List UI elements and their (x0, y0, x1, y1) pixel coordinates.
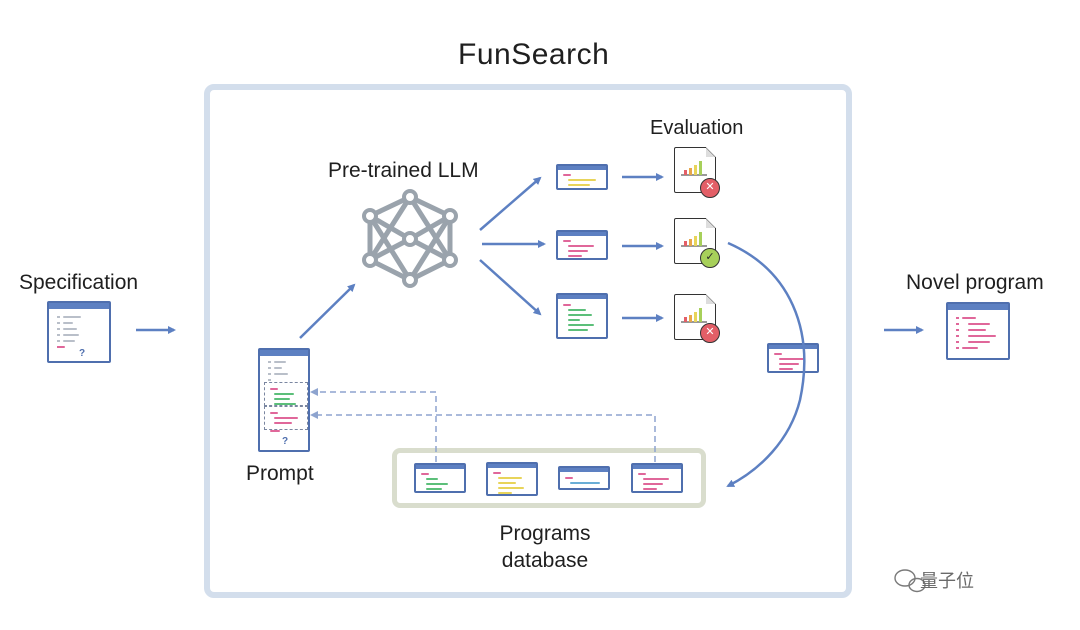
watermark-logo-icon (894, 569, 926, 593)
novel-program-document-icon (946, 302, 1010, 360)
prompt-example-1-highlight (264, 382, 308, 406)
generated-program-2 (556, 230, 608, 260)
arrow-llm-to-program-3 (479, 259, 542, 316)
specification-question-mark: ? (79, 348, 86, 359)
pretrained-llm-label: Pre-trained LLM (328, 159, 479, 182)
arrow-eval-to-database (726, 241, 806, 488)
generated-program-1 (556, 164, 608, 190)
diagram-title: FunSearch (458, 38, 610, 71)
programs-database-label-line1: Programs (499, 522, 591, 545)
arrow-prompt-to-llm (299, 283, 356, 339)
selected-program-to-database (767, 343, 819, 373)
specification-document-icon: ? (47, 301, 111, 363)
novel-program-label: Novel program (906, 271, 1044, 294)
programs-database-label-line2: database (501, 549, 589, 572)
bar-chart-icon (681, 308, 707, 323)
database-program-3 (558, 466, 610, 490)
dashed-database-to-prompt-2 (310, 411, 656, 462)
fail-badge-icon: ✕ (700, 323, 720, 343)
generated-program-3 (556, 293, 608, 339)
arrow-llm-to-program-1 (479, 176, 542, 231)
funsearch-frame (204, 84, 852, 598)
prompt-label: Prompt (246, 462, 314, 485)
watermark-text: 量子位 (920, 571, 974, 591)
dashed-database-to-prompt-1 (310, 388, 437, 462)
bar-chart-icon (681, 161, 707, 176)
bar-chart-icon (681, 232, 707, 247)
evaluation-label: Evaluation (650, 117, 744, 139)
specification-label: Specification (19, 271, 139, 294)
fail-badge-icon: ✕ (700, 178, 720, 198)
programs-database-box (392, 448, 706, 508)
database-program-4 (631, 463, 683, 493)
prompt-example-2-highlight (264, 406, 308, 430)
pass-badge-icon: ✓ (700, 248, 720, 268)
prompt-document-icon: ? (258, 348, 310, 452)
prompt-question-mark: ? (282, 436, 289, 447)
database-program-2 (486, 462, 538, 496)
database-program-1 (414, 463, 466, 493)
